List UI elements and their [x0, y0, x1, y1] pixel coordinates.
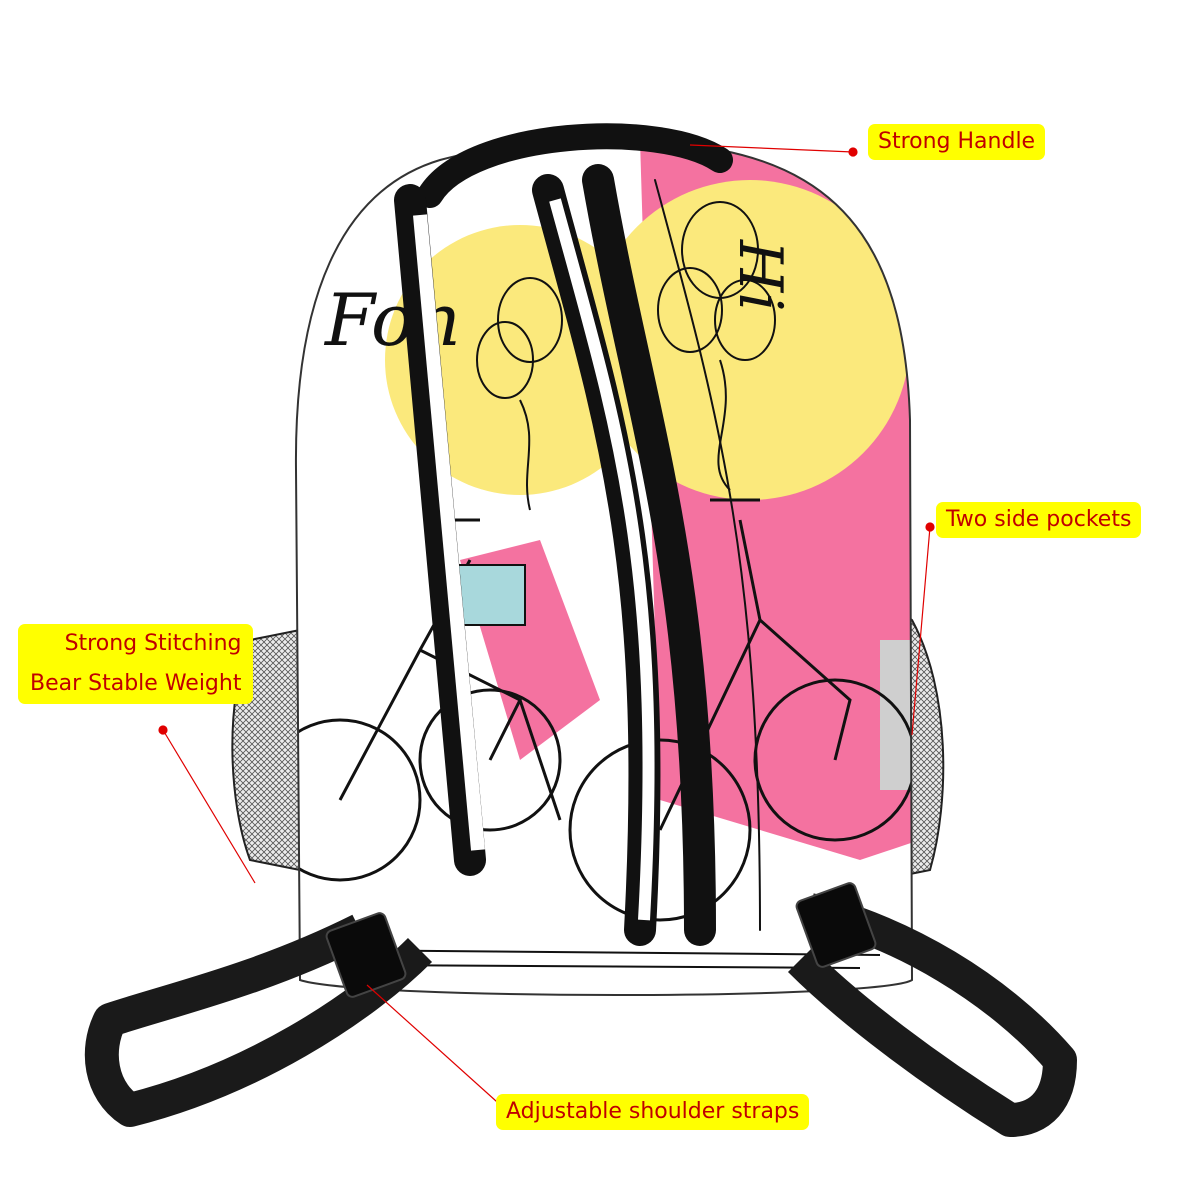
right-mesh-pocket [904, 613, 945, 877]
callout-strong-stitching: Strong Stitching Bear Stable Weight [18, 624, 254, 704]
callout-adjustable-straps: Adjustable shoulder straps [496, 1094, 810, 1130]
callout-stitching-line2: Bear Stable Weight [30, 671, 242, 696]
strap-buckles [325, 882, 877, 998]
yellow-sun-right [590, 180, 910, 500]
webbing-straps [84, 893, 1077, 1137]
bike-basket [454, 564, 526, 626]
top-handle [417, 123, 733, 208]
callout-stitching-line1: Strong Stitching [64, 631, 242, 656]
backpack-body: Fon Hi [295, 140, 912, 995]
svg-text:Hi: Hi [725, 239, 795, 312]
callout-two-side-pockets: Two side pockets [936, 502, 1142, 538]
callout-strong-handle: Strong Handle [868, 124, 1046, 160]
print-script-text: Fon [323, 278, 461, 362]
